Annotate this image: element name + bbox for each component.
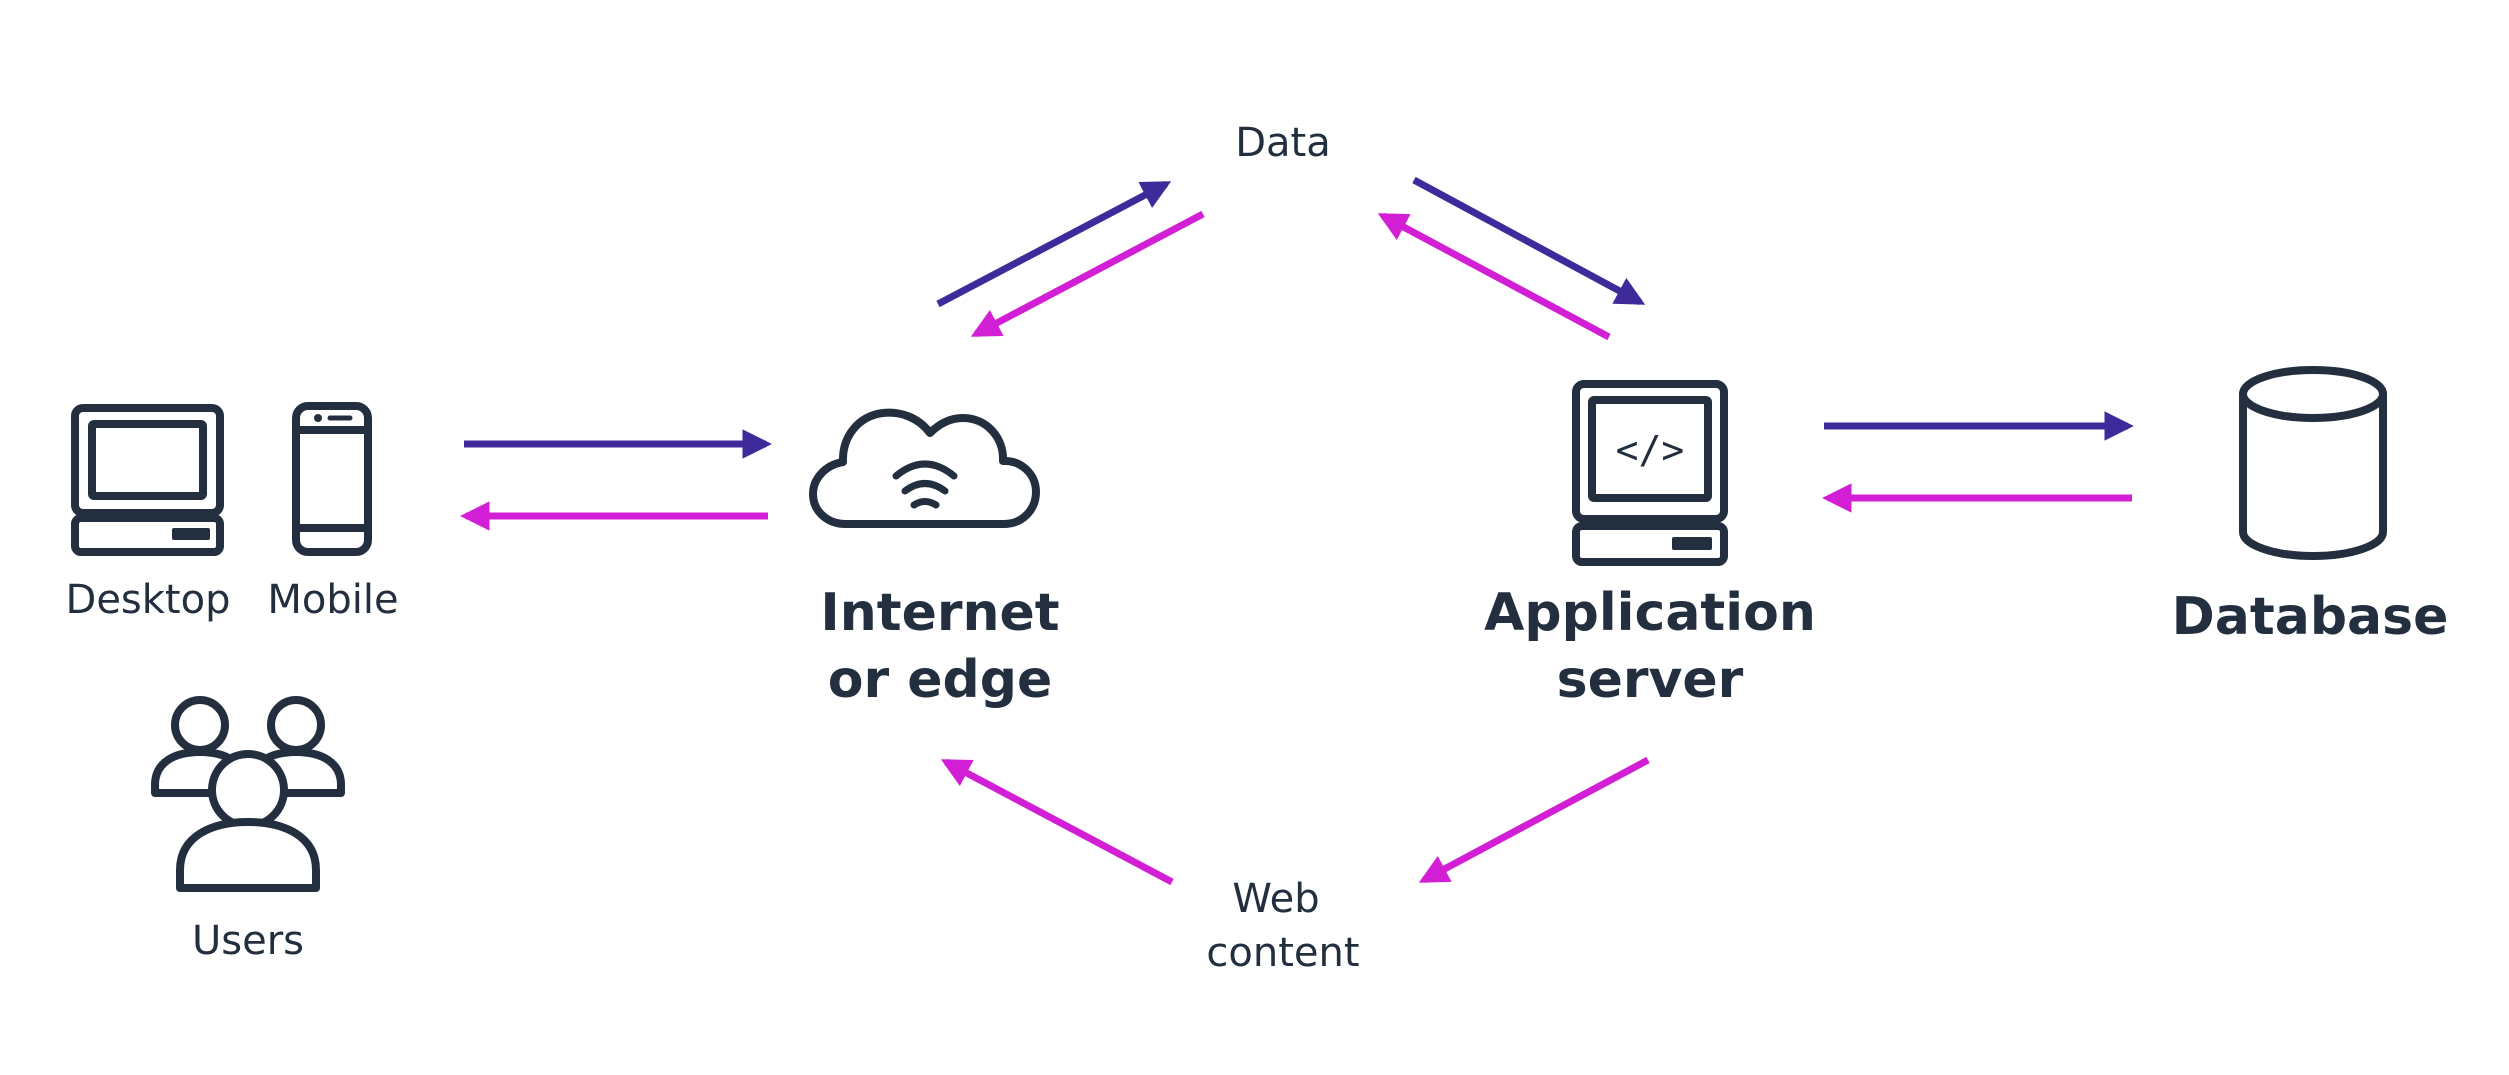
- mobile-label: Mobile: [267, 577, 398, 623]
- arrow-webcontent-to-internet: [940, 758, 1174, 886]
- cloud-wifi-icon: [809, 408, 1040, 528]
- mobile-phone-icon: [292, 402, 372, 556]
- database-cylinder-icon: [2239, 366, 2387, 560]
- desktop-label: Desktop: [66, 577, 231, 623]
- arrow-data-to-server: [1412, 176, 1646, 306]
- app-server-label-line2: server: [1557, 650, 1744, 710]
- internet-label-line1: Internet: [820, 583, 1059, 643]
- arrow-internet-to-data: [936, 180, 1172, 308]
- database-label: Database: [2172, 587, 2449, 647]
- arrow-server-to-webcontent: [1418, 756, 1650, 884]
- desktop-computer-icon: [71, 404, 224, 556]
- svg-text:</>: </>: [1616, 428, 1685, 472]
- code-server-icon: </>: [1572, 380, 1728, 566]
- data-flow-label: Data: [1235, 120, 1331, 166]
- web-content-label-line1: Web: [1232, 876, 1319, 922]
- app-server-label-line1: Application: [1484, 583, 1816, 643]
- arrow-server-to-data: [1377, 212, 1611, 341]
- web-content-label-line2: content: [1206, 930, 1359, 976]
- users-group-icon: [151, 696, 345, 892]
- arrow-data-to-internet: [970, 210, 1205, 338]
- internet-label-line2: or edge: [828, 650, 1052, 710]
- users-label: Users: [192, 918, 304, 964]
